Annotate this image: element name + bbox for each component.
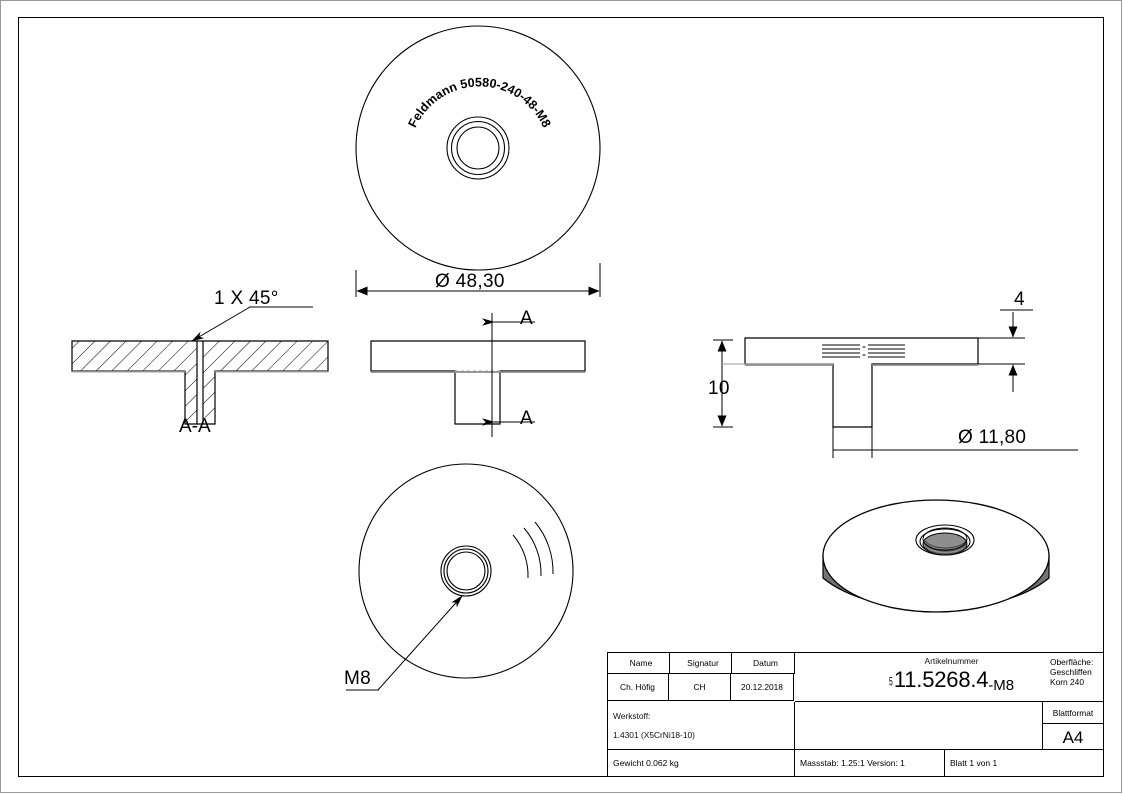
- chamfer-label: 1 X 45°: [214, 288, 279, 309]
- title-block-values-row: Ch. Höfig CH 20.12.2018: [607, 673, 795, 701]
- value-name: Ch. Höfig: [607, 673, 669, 701]
- header-name: Name: [608, 653, 670, 674]
- blattformat-value: A4: [1062, 728, 1084, 747]
- artikelnummer-label: Artikelnummer: [924, 656, 979, 666]
- oberflaeche-text: Oberfläche: Geschliffen Korn 240: [1050, 657, 1094, 687]
- blatt-cell: Blatt 1 von 1: [950, 758, 998, 768]
- section-arrow-label-top: A: [520, 308, 533, 329]
- value-datum: 20.12.2018: [731, 673, 794, 701]
- value-signatur: CH: [669, 673, 731, 701]
- werkstoff-label: Werkstoff:: [613, 711, 651, 721]
- section-view-label: A-A: [179, 416, 211, 437]
- title-block-empty-cell: [795, 702, 1043, 750]
- title-block-row-header: Name Signatur Datum Artikelnummer Oberfl…: [608, 653, 1103, 702]
- werkstoff-value: 1.4301 (X5CrNi18-10): [613, 730, 695, 740]
- section-arrow-label-bottom: A: [520, 408, 533, 429]
- artikelnummer-cell: Artikelnummer Oberfläche: Geschliffen Ko…: [795, 653, 1103, 702]
- artikelnummer-prefix: 5: [888, 674, 893, 689]
- drawing-frame-border: [18, 17, 1104, 777]
- header-datum: Datum: [732, 653, 795, 674]
- gewicht-cell: Gewicht 0.062 kg: [608, 750, 795, 776]
- werkstoff-cell: Werkstoff: 1.4301 (X5CrNi18-10): [608, 702, 795, 750]
- title-block: Name Signatur Datum Artikelnummer Oberfl…: [607, 652, 1104, 777]
- artikelnummer-suffix: -M8: [988, 677, 1015, 694]
- header-signatur: Signatur: [670, 653, 732, 674]
- artikelnummer-value: 5 11.5268.4 -M8: [888, 667, 1015, 694]
- thickness-dimension-label: 4: [1014, 289, 1025, 310]
- bore-dimension-label: Ø 11,80: [958, 427, 1027, 448]
- blattformat-cell: Blattformat A4: [1043, 702, 1103, 750]
- massstab-cell: Massstab: 1.25:1 Version: 1: [795, 750, 945, 776]
- height-dimension-label: 10: [708, 378, 730, 399]
- title-block-row-material: Werkstoff: 1.4301 (X5CrNi18-10) Blattfor…: [608, 702, 1103, 750]
- title-block-row-footer: Gewicht 0.062 kg Massstab: 1.25:1 Versio…: [608, 750, 1103, 776]
- thread-label: M8: [344, 668, 371, 689]
- artikelnummer-main: 11.5268.4: [893, 667, 989, 692]
- top-view-diameter-label: Ø 48,30: [435, 271, 505, 292]
- blattformat-label: Blattformat: [1043, 702, 1103, 724]
